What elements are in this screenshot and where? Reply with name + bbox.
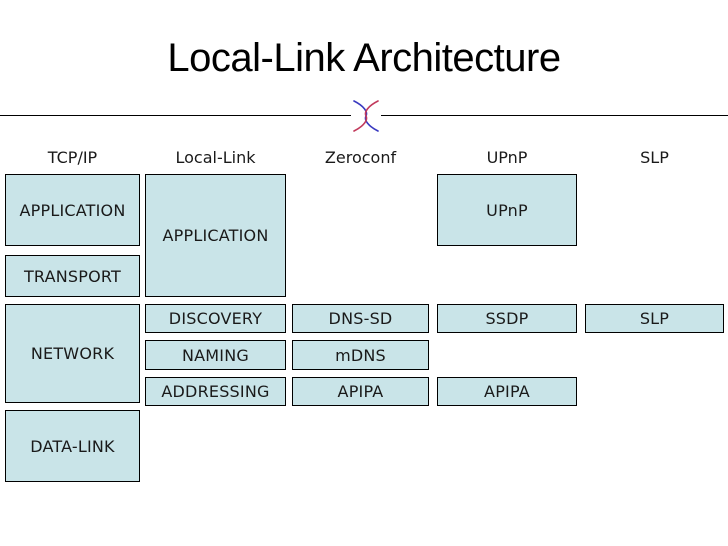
box-zeroconf-mdns: mDNS bbox=[292, 340, 429, 370]
box-tcpip-datalink: DATA-LINK bbox=[5, 410, 140, 482]
box-zeroconf-dns-sd: DNS-SD bbox=[292, 304, 429, 333]
box-locallink-discovery: DISCOVERY bbox=[145, 304, 286, 333]
box-tcpip-application: APPLICATION bbox=[5, 174, 140, 246]
box-slp-slp: SLP bbox=[585, 304, 724, 333]
box-tcpip-network: NETWORK bbox=[5, 304, 140, 403]
column-header-slp: SLP bbox=[640, 148, 669, 167]
column-header-tcpip: TCP/IP bbox=[47, 148, 98, 167]
box-upnp-apipa: APIPA bbox=[437, 377, 577, 406]
box-locallink-naming: NAMING bbox=[145, 340, 286, 370]
column-header-locallink: Local-Link bbox=[175, 148, 256, 167]
crossed-curves-icon bbox=[351, 98, 381, 134]
box-tcpip-transport: TRANSPORT bbox=[5, 255, 140, 297]
column-header-zeroconf: Zeroconf bbox=[324, 148, 397, 167]
box-locallink-application: APPLICATION bbox=[145, 174, 286, 297]
box-locallink-addressing: ADDRESSING bbox=[145, 377, 286, 406]
box-zeroconf-apipa: APIPA bbox=[292, 377, 429, 406]
column-header-upnp: UPnP bbox=[486, 148, 528, 167]
box-upnp-ssdp: SSDP bbox=[437, 304, 577, 333]
box-upnp-upnp: UPnP bbox=[437, 174, 577, 246]
page-title: Local-Link Architecture bbox=[167, 36, 561, 80]
